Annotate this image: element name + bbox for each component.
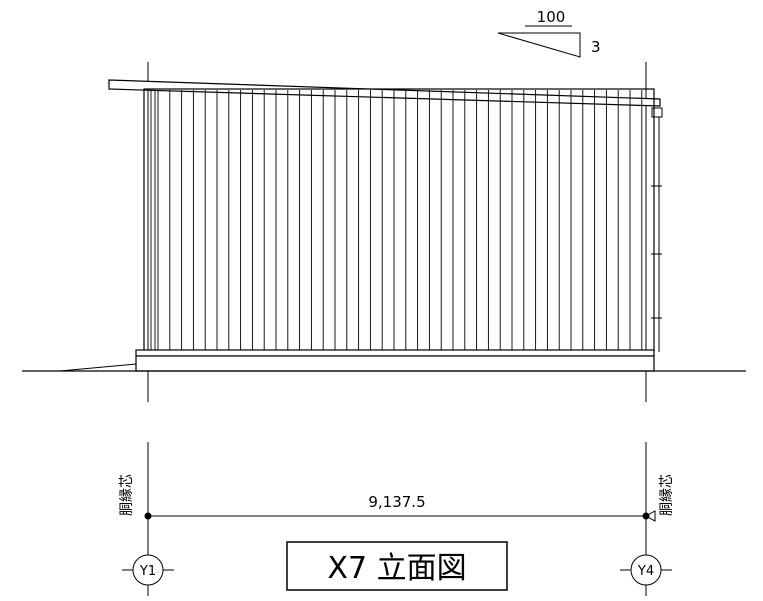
grid-lines-upper <box>147 62 647 402</box>
foundation-plinth <box>135 355 655 372</box>
grid-label-y4: Y4 <box>637 564 654 579</box>
base-sill <box>135 349 655 357</box>
left-vertical-label: 胴縁芯 <box>119 474 135 516</box>
slope-indicator <box>497 25 581 58</box>
slope-triangle <box>497 32 581 58</box>
dimension-arrow-right <box>644 510 656 522</box>
dimension-tick-left <box>144 512 152 520</box>
grid-marker-y1: Y1 <box>122 554 174 586</box>
roof-fascia <box>108 79 661 107</box>
grid-label-y1: Y1 <box>139 564 156 579</box>
ramp-slope <box>59 363 137 372</box>
ground <box>22 363 746 372</box>
title-frame <box>286 541 508 591</box>
slope-rise-text: 3 <box>591 38 601 56</box>
corrugated-ribs <box>150 90 643 350</box>
right-vertical-label: 胴縁芯 <box>659 474 675 516</box>
dimension-line <box>144 510 656 522</box>
roof <box>108 79 661 107</box>
foundation <box>135 349 655 372</box>
grid-marker-y4: Y4 <box>620 554 672 586</box>
dimension-value: 9,137.5 <box>368 493 425 511</box>
wall-outline <box>143 88 655 352</box>
slope-run-text: 100 <box>537 8 566 26</box>
title-block: X7 立面図 <box>286 541 508 591</box>
gutter <box>651 107 663 118</box>
gutter-downspout <box>651 107 663 352</box>
wall <box>143 88 655 352</box>
drawing-title: X7 立面図 <box>327 551 466 586</box>
